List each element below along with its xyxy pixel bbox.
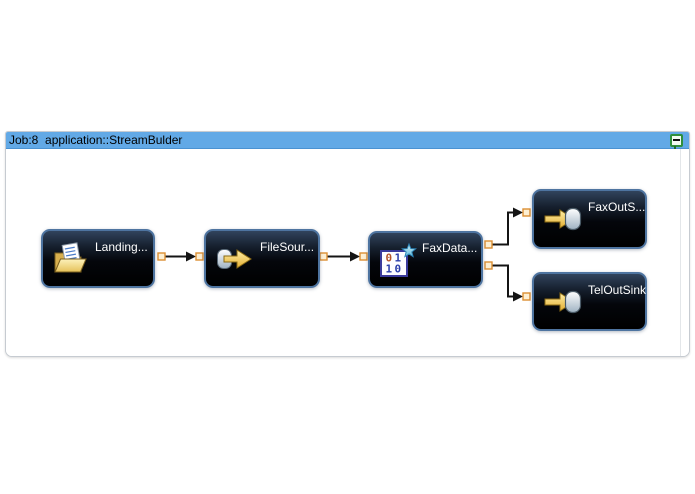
open-folder-icon xyxy=(54,241,87,272)
canvas-right-divider xyxy=(680,149,681,356)
node-label: TelOutSink xyxy=(588,282,647,297)
icon-stem xyxy=(674,145,676,149)
stream-sink-icon xyxy=(544,207,582,231)
node-label: Landing... xyxy=(95,239,148,254)
graph-canvas[interactable]: Landing... FileSour... 0 1 1 0 xyxy=(6,149,689,356)
port-faxdata-output-top[interactable] xyxy=(484,240,493,249)
edge-faxdata-faxoutsink xyxy=(492,207,523,246)
stream-source-icon xyxy=(217,248,252,269)
edge-landing-filesource xyxy=(165,251,196,262)
port-faxdata-input[interactable] xyxy=(359,252,368,261)
graph-node-faxdata[interactable]: 0 1 1 0 FaxData... xyxy=(368,231,483,288)
graph-node-faxoutsink[interactable]: FaxOutS... xyxy=(532,189,647,249)
collapse-job-icon[interactable] xyxy=(670,133,683,149)
port-teloutsink-input[interactable] xyxy=(522,292,531,301)
job-window-titlebar[interactable]: Job:8 application::StreamBulder xyxy=(6,132,689,149)
functor-digit: 0 xyxy=(395,262,402,275)
functor-digit: 1 xyxy=(386,262,393,275)
functor-transform-icon: 0 1 1 0 xyxy=(380,242,417,277)
port-filesource-output[interactable] xyxy=(319,252,328,261)
job-title: Job:8 application::StreamBulder xyxy=(9,132,183,147)
graph-node-teloutsink[interactable]: TelOutSink xyxy=(532,272,647,331)
graph-edges-layer xyxy=(157,207,531,302)
edge-faxdata-teloutsink xyxy=(492,264,523,302)
star-badge-icon xyxy=(401,242,417,258)
functor-digit: 1 xyxy=(395,251,402,264)
minus-glyph xyxy=(673,139,680,141)
port-faxdata-output-bottom[interactable] xyxy=(484,261,493,270)
graph-node-filesource[interactable]: FileSour... xyxy=(204,229,320,288)
port-landing-output[interactable] xyxy=(157,252,166,261)
job-graph-window: Job:8 application::StreamBulder xyxy=(5,131,690,357)
graph-node-landing[interactable]: Landing... xyxy=(41,229,155,288)
port-faxoutsink-input[interactable] xyxy=(522,208,531,217)
port-filesource-input[interactable] xyxy=(195,252,204,261)
stream-sink-icon xyxy=(544,290,582,313)
edge-filesource-faxdata xyxy=(327,251,360,262)
functor-digit: 0 xyxy=(386,251,393,264)
node-label: FaxData... xyxy=(422,240,478,255)
node-label: FileSour... xyxy=(260,239,315,254)
node-label: FaxOutS... xyxy=(588,200,646,214)
